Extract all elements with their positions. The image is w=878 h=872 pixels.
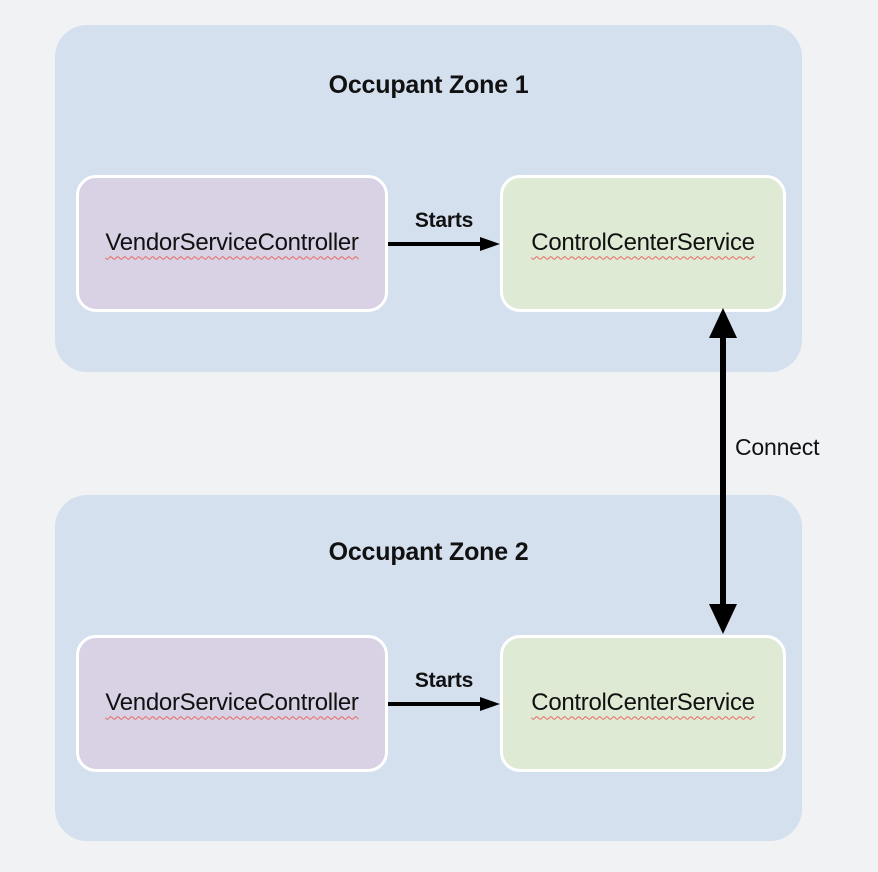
zone-1-control-center-service-node[interactable]: ControlCenterService (500, 175, 786, 312)
arrow-right-icon (388, 697, 500, 711)
arrow-right-icon (388, 237, 500, 251)
zone-2-vendor-service-controller-label: VendorServiceController (105, 689, 359, 717)
zone-2-vendor-service-controller-node[interactable]: VendorServiceController (76, 635, 388, 772)
zone-1-control-center-service-label: ControlCenterService (531, 229, 755, 257)
zone-2-starts-arrow-label: Starts (414, 669, 474, 692)
occupant-zone-2-title: Occupant Zone 2 (328, 538, 529, 566)
zone-1-starts-arrow: Starts (388, 209, 500, 251)
connect-arrow-label: Connect (735, 434, 820, 460)
occupant-zone-1-container: Occupant Zone 1 VendorServiceController … (55, 25, 802, 372)
occupant-zone-2-container: Occupant Zone 2 VendorServiceController … (55, 495, 802, 841)
occupant-zone-1-title: Occupant Zone 1 (328, 71, 529, 99)
connect-double-arrow-icon (709, 308, 737, 634)
zone-2-starts-arrow: Starts (388, 669, 500, 711)
zone-1-vendor-service-controller-label: VendorServiceController (105, 229, 359, 257)
zone-1-vendor-service-controller-node[interactable]: VendorServiceController (76, 175, 388, 312)
zone-2-control-center-service-label: ControlCenterService (531, 689, 755, 717)
zone-2-control-center-service-node[interactable]: ControlCenterService (500, 635, 786, 772)
zone-1-starts-arrow-label: Starts (414, 209, 474, 232)
